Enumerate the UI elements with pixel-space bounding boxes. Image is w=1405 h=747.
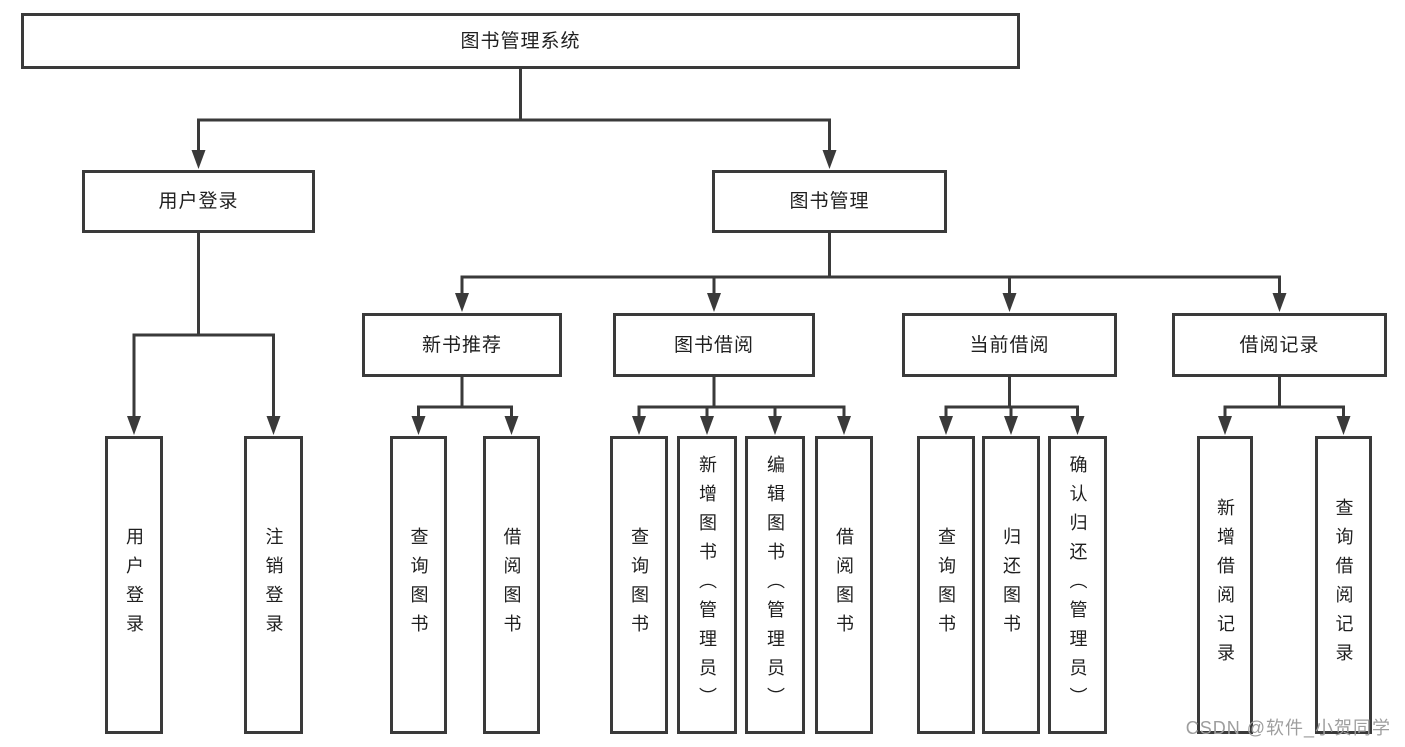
node-label-leaf-borrow-book-2: 借阅图书 (834, 527, 854, 643)
node-label-leaf-add-book: 新增图书（管理员） (697, 454, 717, 716)
node-leaf-add-record: 新增借阅记录 (1197, 436, 1253, 734)
node-label-leaf-user-login: 用户登录 (124, 527, 144, 643)
node-leaf-return-book: 归还图书 (982, 436, 1040, 734)
node-leaf-borrow-book-1: 借阅图书 (483, 436, 540, 734)
node-label-leaf-confirm-return: 确认归还（管理员） (1067, 454, 1088, 716)
node-leaf-edit-book: 编辑图书（管理员） (745, 436, 805, 734)
node-book-mgmt: 图书管理 (712, 170, 947, 233)
arrowhead-icon (768, 416, 782, 435)
arrowhead-icon (1004, 416, 1018, 435)
arrowhead-icon (127, 416, 141, 435)
node-label-leaf-edit-book: 编辑图书（管理员） (765, 454, 785, 716)
node-label-book-mgmt: 图书管理 (789, 191, 870, 212)
arrowhead-icon (411, 416, 426, 435)
node-label-leaf-query-book-2: 查询图书 (629, 527, 649, 643)
node-leaf-query-record: 查询借阅记录 (1315, 436, 1372, 734)
node-label-current-borrow: 当前借阅 (969, 334, 1050, 356)
node-leaf-query-book-2: 查询图书 (610, 436, 668, 734)
node-label-leaf-add-record: 新增借阅记录 (1215, 498, 1235, 672)
arrowhead-icon (939, 416, 953, 435)
arrowhead-icon (632, 416, 646, 435)
node-label-leaf-logout: 注销登录 (263, 527, 284, 643)
arrowhead-icon (455, 293, 469, 312)
arrowhead-icon (700, 416, 714, 435)
arrowhead-icon (504, 416, 519, 435)
arrowhead-icon (1336, 416, 1351, 435)
node-root: 图书管理系统 (21, 13, 1020, 69)
node-new-book-rec: 新书推荐 (362, 313, 562, 377)
node-label-new-book-rec: 新书推荐 (421, 334, 502, 356)
node-label-leaf-query-book-3: 查询图书 (936, 527, 956, 643)
arrowhead-icon (1218, 416, 1232, 435)
node-borrow-records: 借阅记录 (1172, 313, 1387, 377)
node-label-leaf-return-book: 归还图书 (1001, 527, 1021, 643)
arrowhead-icon (1272, 293, 1287, 312)
node-leaf-logout: 注销登录 (244, 436, 303, 734)
node-label-leaf-borrow-book-1: 借阅图书 (501, 527, 522, 643)
node-leaf-confirm-return: 确认归还（管理员） (1048, 436, 1107, 734)
node-leaf-user-login: 用户登录 (105, 436, 163, 734)
arrowhead-icon (837, 416, 851, 435)
node-leaf-add-book: 新增图书（管理员） (677, 436, 737, 734)
arrowhead-icon (191, 150, 206, 169)
arrowhead-icon (822, 150, 837, 169)
node-label-book-borrow: 图书借阅 (673, 334, 754, 356)
arrowhead-icon (266, 416, 281, 435)
node-leaf-query-book-1: 查询图书 (390, 436, 447, 734)
node-leaf-borrow-book-2: 借阅图书 (815, 436, 873, 734)
watermark: CSDN @软件_小贺同学 (1185, 718, 1391, 738)
node-label-leaf-query-book-1: 查询图书 (408, 527, 429, 643)
arrowhead-icon (1002, 293, 1017, 312)
arrowhead-icon (1070, 416, 1085, 435)
node-label-leaf-query-record: 查询借阅记录 (1333, 498, 1354, 672)
node-label-borrow-records: 借阅记录 (1239, 334, 1320, 356)
node-label-user-login: 用户登录 (158, 191, 239, 212)
node-user-login: 用户登录 (82, 170, 315, 233)
arrowhead-icon (707, 293, 721, 312)
node-label-root: 图书管理系统 (460, 30, 581, 52)
node-book-borrow: 图书借阅 (613, 313, 815, 377)
node-current-borrow: 当前借阅 (902, 313, 1117, 377)
node-leaf-query-book-3: 查询图书 (917, 436, 975, 734)
